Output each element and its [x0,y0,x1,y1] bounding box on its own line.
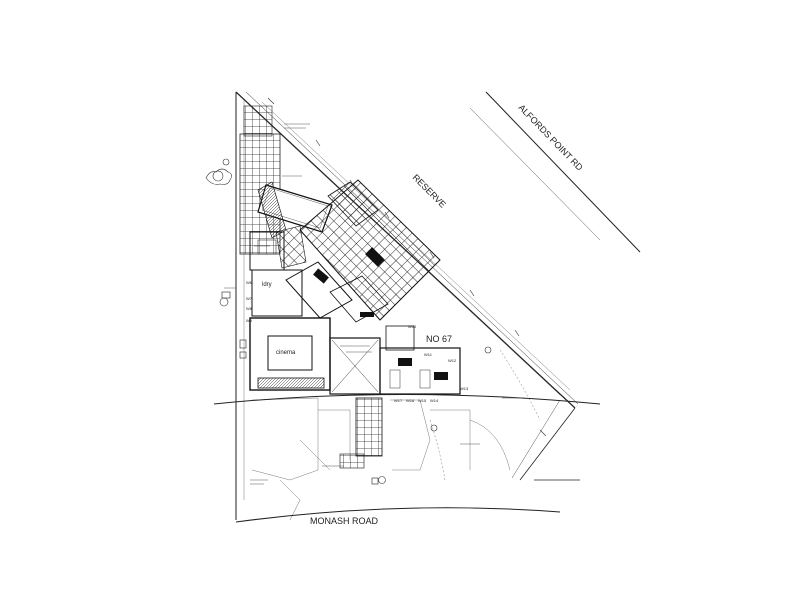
front-landscaping [251,349,541,521]
window-tag-w9: W9 [246,318,253,323]
window-tag-w11: W11 [424,352,433,357]
outdoor-table-1 [365,247,385,267]
window-tag-w12: W12 [448,358,457,363]
window-tags: W10 W11 W12 W13 W17 W16 W15 W14 W6 W7 W8… [246,280,469,403]
fine-annotations [224,123,522,485]
no67-label: NO 67 [426,334,452,344]
monash-road-kerb [235,507,561,523]
house-footprint [249,231,461,395]
building-line-arc [213,394,601,405]
window-tag-w16: W16 [406,398,415,403]
reserve-label: RESERVE [411,172,448,209]
west-side-fixtures [221,291,379,485]
window-tag-w10: W10 [408,324,417,329]
window-tag-w14: W14 [430,398,439,403]
window-tag-w15: W15 [418,398,427,403]
window-tag-w7: W7 [246,296,253,301]
utility-label: ldry [262,282,272,288]
outdoor-table-2 [313,268,329,284]
front-path-grid [339,453,365,469]
window-tag-w6: W6 [246,280,253,285]
outdoor-table-3 [360,312,374,317]
paving-grid-top [243,105,273,137]
window-tag-w17: W17 [394,398,403,403]
site-boundary [235,91,579,520]
alfords-point-road [469,91,641,253]
tree-symbols [205,158,492,484]
window-tag-w8: W8 [246,306,253,311]
driveway-grid [355,397,383,457]
alfords-point-rd-label: ALFORDS POINT RD [517,102,586,172]
cinema-label: cinema [276,350,296,356]
monash-road-label: MONASH ROAD [310,516,379,526]
window-tag-w13: W13 [460,386,469,391]
